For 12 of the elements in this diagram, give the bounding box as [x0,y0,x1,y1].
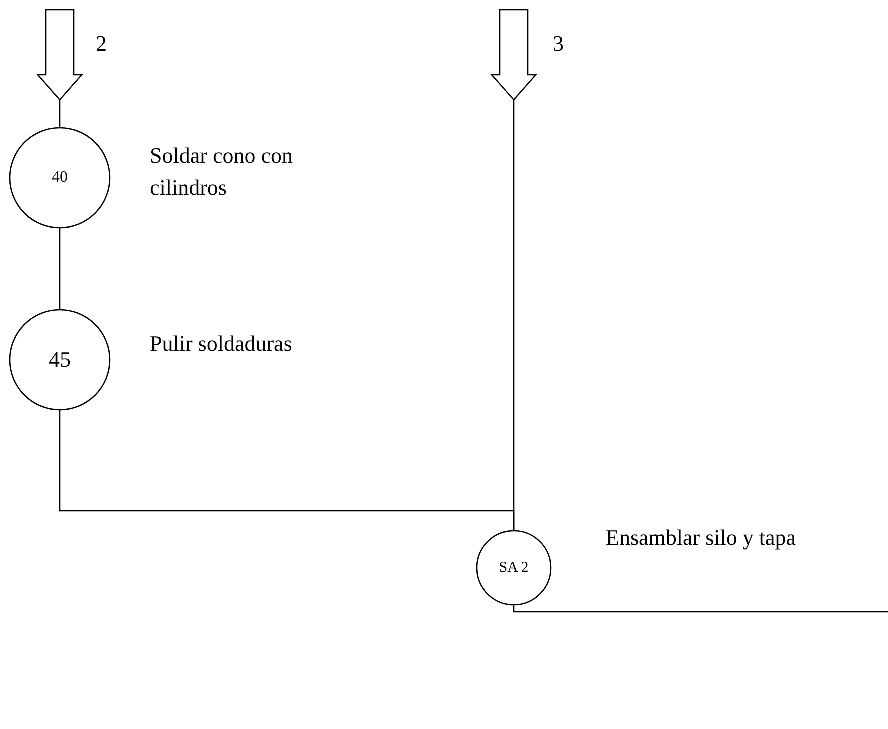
input-number: 3 [553,30,564,58]
operation-description: Pulir soldaduras [150,330,292,358]
input-number: 2 [96,30,107,58]
connector-line [513,605,888,613]
operation-number: SA 2 [499,558,529,578]
operation-number: 45 [49,346,71,374]
operation-description: Ensamblar silo y tapa [606,524,796,552]
operation-number: 40 [52,168,68,188]
connector-line [59,228,61,310]
connector-line [59,100,61,128]
operation-description: Soldar cono con cilindros [150,142,294,202]
connector-line [513,100,515,531]
